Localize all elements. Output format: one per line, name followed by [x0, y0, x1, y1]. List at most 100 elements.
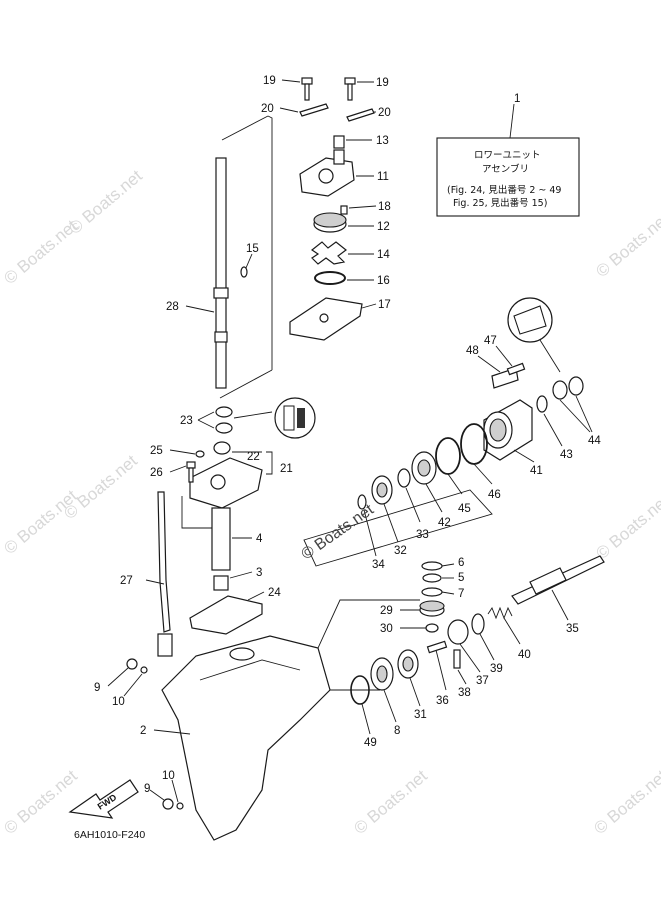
oil-seal-44-a	[552, 380, 568, 400]
assembly-title-line2: アセンブリ	[482, 163, 529, 175]
insert-13	[333, 135, 345, 149]
shim-7	[421, 587, 443, 597]
callout-1: 1	[514, 93, 520, 105]
callout-17: 17	[378, 299, 391, 311]
oil-seal-44-b	[568, 376, 584, 396]
assembly-ref-line2: Fig. 25, 見出番号 15)	[453, 197, 547, 209]
callout-24: 24	[268, 587, 281, 599]
callout-10-upper: 10	[112, 696, 125, 708]
bushing-23-upper	[215, 406, 233, 418]
grommet-3	[213, 575, 229, 591]
grease-symbol-icon	[274, 397, 316, 439]
bolt-19-left	[301, 77, 313, 85]
callout-8: 8	[394, 725, 400, 737]
figure-code: 6AH1010-F240	[74, 829, 145, 841]
washer-10-upper	[140, 666, 148, 674]
callout-20-right: 20	[378, 107, 391, 119]
callout-7: 7	[458, 588, 464, 600]
callout-12: 12	[377, 221, 390, 233]
callout-18: 18	[378, 201, 391, 213]
watermark-layer: © Boats.net © Boats.net © Boats.net © Bo…	[0, 166, 661, 838]
watermark: © Boats.net	[590, 766, 661, 838]
watermark: © Boats.net	[65, 166, 146, 238]
callout-41: 41	[530, 465, 543, 477]
seal-22	[213, 441, 231, 455]
dog-clutch-37	[447, 619, 469, 645]
plate-20-right	[346, 108, 375, 122]
callout-47: 47	[484, 335, 497, 347]
callout-38: 38	[458, 687, 471, 699]
callout-43: 43	[560, 449, 573, 461]
drive-shaft-group: 28 15 23	[166, 115, 316, 439]
callout-21: 21	[280, 463, 293, 475]
center-watermark: © Boats.net	[299, 501, 378, 563]
watermark: © Boats.net	[0, 766, 81, 838]
propeller-shaft-housing-group: 48 47 44 43 41 46 45 42 33	[299, 297, 601, 571]
watermark: © Boats.net	[0, 486, 81, 558]
spring-40	[487, 606, 513, 620]
o-ring-45	[435, 437, 461, 475]
assembly-note-box: ロワーユニット アセンブリ (Fig. 24, 見出番号 2 ~ 49 Fig.…	[436, 93, 580, 217]
watermark: © Boats.net	[592, 491, 661, 563]
callout-19-right: 19	[376, 77, 389, 89]
callout-25: 25	[150, 445, 163, 457]
callout-36: 36	[436, 695, 449, 707]
o-ring-46	[460, 423, 488, 465]
pin-38	[453, 649, 461, 669]
watermark: © Boats.net	[60, 451, 141, 523]
callout-29: 29	[380, 605, 393, 617]
callout-6: 6	[458, 557, 464, 569]
ring-49	[350, 675, 370, 705]
callout-48: 48	[466, 345, 479, 357]
callout-22: 22	[247, 451, 260, 463]
callout-10-lower: 10	[162, 770, 175, 782]
bolt-9-upper	[126, 658, 138, 670]
water-tube-4	[211, 507, 231, 571]
water-pump-group: 19 19 20 20 13 11 18 12 14 16	[261, 75, 391, 341]
callout-3: 3	[256, 567, 262, 579]
callout-45: 45	[458, 503, 471, 515]
callout-30: 30	[380, 623, 393, 635]
callout-39: 39	[490, 663, 503, 675]
callout-35: 35	[566, 623, 579, 635]
callout-37: 37	[476, 675, 489, 687]
callout-31: 31	[414, 709, 427, 721]
callout-15: 15	[246, 243, 259, 255]
watermark: © Boats.net	[592, 209, 661, 281]
callout-4: 4	[256, 533, 263, 545]
callout-16: 16	[377, 275, 390, 287]
pin-15	[240, 266, 248, 278]
watermark: © Boats.net	[350, 766, 431, 838]
callout-14: 14	[377, 249, 390, 261]
clutch-39	[471, 613, 485, 635]
callout-5: 5	[458, 572, 464, 584]
shim-33	[397, 468, 411, 488]
drive-shaft-28	[215, 157, 227, 389]
bolt-26	[186, 461, 196, 469]
callout-28: 28	[166, 301, 179, 313]
callout-27: 27	[120, 575, 133, 587]
shim-34	[357, 494, 367, 510]
callout-26: 26	[150, 467, 163, 479]
o-ring-16	[314, 271, 346, 285]
nut-30	[425, 623, 439, 633]
callout-2: 2	[140, 725, 146, 737]
assembly-ref-line1: (Fig. 24, 見出番号 2 ~ 49	[447, 184, 561, 196]
lower-casing-2	[161, 635, 331, 841]
callout-9-lower: 9	[144, 783, 150, 795]
plunger-36	[426, 640, 448, 654]
housing-group: 22 21 25 26 4 3 24	[150, 441, 293, 635]
bolt-19-right-shank	[347, 83, 353, 101]
washer-10-lower	[176, 802, 184, 810]
housing-21	[189, 457, 263, 509]
gear-shaft-group: 6 5 7 29 30 35 40 39 37 38 36	[350, 555, 605, 749]
gasket-24	[189, 595, 263, 635]
bearing-6	[421, 561, 443, 571]
o-ring-43	[536, 395, 548, 413]
callout-11: 11	[377, 171, 389, 183]
callout-40: 40	[518, 649, 531, 661]
callout-34: 34	[372, 559, 385, 571]
forward-arrow-icon	[68, 779, 139, 819]
assembly-title-line1: ロワーユニット	[474, 150, 541, 161]
